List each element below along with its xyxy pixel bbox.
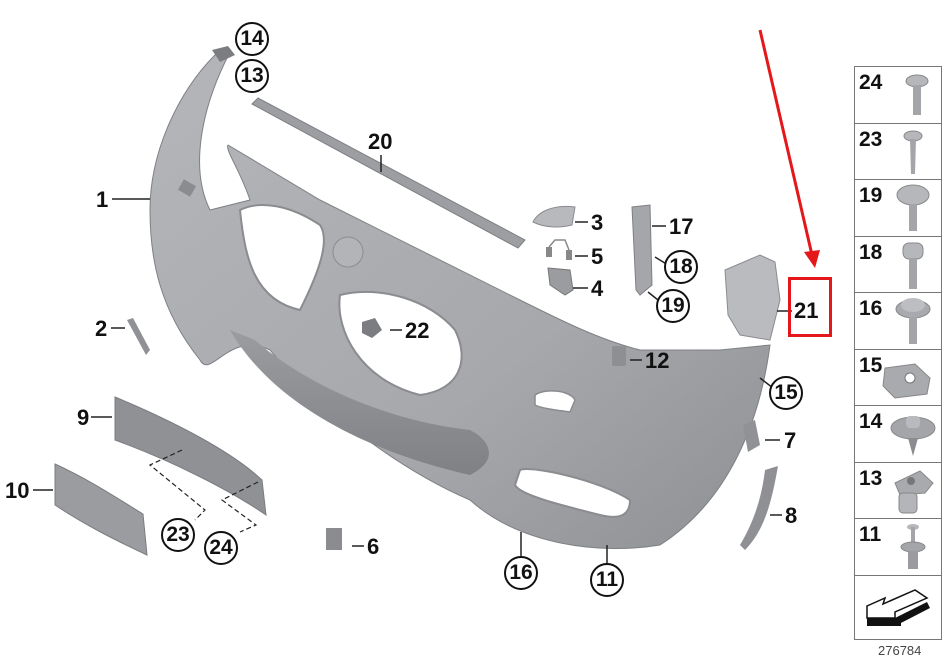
- red-arrow-icon: [758, 29, 820, 268]
- spring-clip-part: [546, 239, 572, 260]
- license-plate-base-part: [114, 396, 267, 517]
- side-holder-part: [743, 420, 760, 452]
- side-trim-part: [740, 466, 778, 550]
- air-duct-part: [724, 254, 781, 341]
- callout-16[interactable]: 16: [504, 556, 538, 590]
- mount-clip-part: [326, 528, 342, 550]
- callout-4[interactable]: 4: [591, 276, 604, 301]
- self-tapping-screw-icon: [903, 130, 923, 174]
- callout-17[interactable]: 17: [669, 214, 694, 239]
- washer-cover-part: [532, 205, 576, 228]
- cylinder-head-screw-icon: [902, 242, 924, 289]
- washer-bracket-part: [547, 267, 574, 296]
- direction-arrow-icon: [866, 588, 930, 626]
- speed-nut-clip-icon: [882, 362, 931, 399]
- highlight-box: [788, 277, 832, 337]
- callout-19[interactable]: 19: [656, 289, 690, 323]
- callout-13[interactable]: 13: [235, 59, 269, 93]
- callout-2[interactable]: 2: [95, 316, 108, 341]
- callout-15[interactable]: 15: [769, 376, 803, 410]
- fastener-item-24[interactable]: 24: [855, 67, 941, 124]
- callout-11[interactable]: 11: [590, 563, 624, 597]
- sensor-holder-part: [362, 318, 382, 338]
- license-plate-holder-part: [54, 463, 148, 556]
- wide-head-screw-icon: [896, 184, 930, 231]
- callout-21[interactable]: 21: [794, 298, 819, 323]
- catalog-code: 276784: [878, 643, 922, 658]
- expanding-rivet-icon: [890, 416, 936, 456]
- callout-8[interactable]: 8: [785, 503, 798, 528]
- fastener-item-15[interactable]: 15: [855, 350, 941, 406]
- callout-10[interactable]: 10: [5, 478, 30, 503]
- callout-3[interactable]: 3: [591, 210, 604, 235]
- reflector-bracket-part: [127, 318, 150, 355]
- fastener-item-14[interactable]: 14: [855, 406, 941, 463]
- side-bracket-part: [631, 204, 653, 296]
- callout-12[interactable]: 12: [645, 348, 670, 373]
- fastener-item-16[interactable]: 16: [855, 293, 941, 350]
- direction-indicator: [855, 576, 941, 638]
- pan-head-screw-icon: [905, 74, 929, 115]
- fastener-panel: 24 23 19 18 16 15 14 13 11: [854, 66, 942, 640]
- fastener-item-13[interactable]: 13: [855, 463, 941, 519]
- upper-trim-strip-part: [251, 97, 526, 249]
- fastener-item-11[interactable]: 11: [855, 519, 941, 576]
- callout-23[interactable]: 23: [161, 518, 195, 552]
- fastener-item-18[interactable]: 18: [855, 237, 941, 293]
- fastener-item-23[interactable]: 23: [855, 124, 941, 180]
- callout-14[interactable]: 14: [235, 22, 269, 56]
- callout-18[interactable]: 18: [664, 250, 698, 284]
- callout-24[interactable]: 24: [204, 531, 238, 565]
- flange-screw-icon: [895, 298, 931, 344]
- push-rivet-icon: [900, 524, 926, 569]
- bumper-cover-part: [149, 51, 771, 549]
- callout-6[interactable]: 6: [367, 534, 380, 559]
- callout-5[interactable]: 5: [591, 244, 604, 269]
- nut-clip-part: [612, 346, 626, 366]
- callout-20[interactable]: 20: [368, 129, 393, 154]
- callout-9[interactable]: 9: [77, 405, 90, 430]
- callout-22[interactable]: 22: [405, 318, 430, 343]
- fastener-item-19[interactable]: 19: [855, 180, 941, 237]
- callout-7[interactable]: 7: [784, 428, 797, 453]
- clip-nut-icon: [894, 469, 934, 513]
- callout-1[interactable]: 1: [96, 187, 109, 212]
